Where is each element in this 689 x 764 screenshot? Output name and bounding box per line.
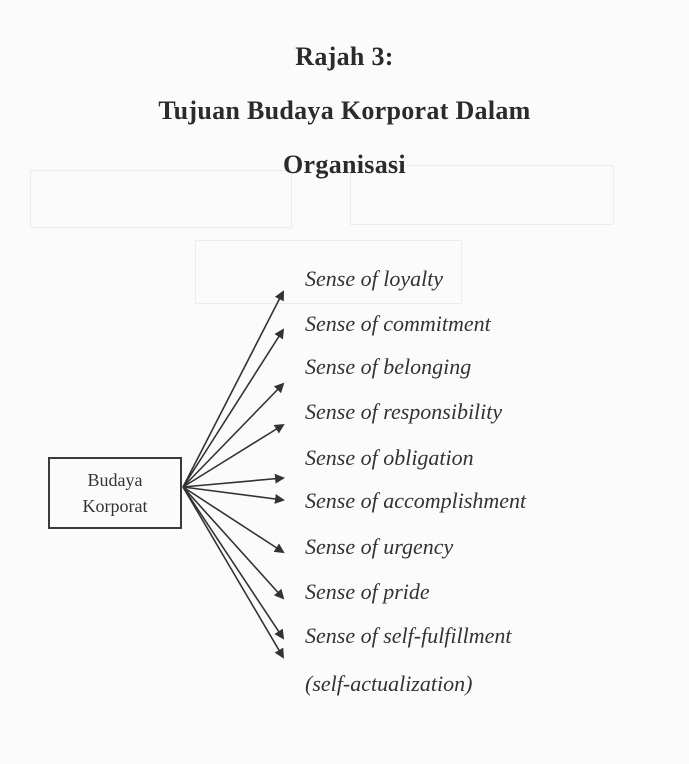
arrow-2 [182, 328, 285, 488]
arrow-4 [182, 423, 285, 488]
source-node-budaya-korporat: Budaya Korporat [48, 457, 182, 529]
arrow-10 [182, 486, 285, 659]
figure-title: Tujuan Budaya Korporat Dalam [158, 96, 531, 125]
arrow-7 [182, 486, 285, 554]
target-label: Sense of loyalty [305, 266, 444, 291]
figure-label: Rajah 3: [295, 42, 394, 71]
arrow-6 [182, 486, 285, 504]
arrow-9 [182, 486, 285, 640]
target-label: Sense of obligation [305, 445, 474, 470]
target-label: Sense of self-fulfillment [305, 623, 512, 648]
source-label-line-2: Korporat [82, 496, 148, 516]
target-label: Sense of belonging [305, 354, 472, 379]
target-label-continued: (self-actualization) [305, 671, 473, 696]
arrow-8 [182, 486, 285, 600]
arrow-1 [182, 290, 284, 488]
source-label-line-1: Budaya [87, 470, 143, 490]
target-label: Sense of commitment [305, 311, 491, 336]
arrow-3 [182, 382, 285, 488]
target-label: Sense of accomplishment [305, 488, 527, 513]
target-label: Sense of responsibility [305, 399, 503, 424]
target-label: Sense of pride [305, 579, 430, 604]
target-label: Sense of urgency [305, 534, 454, 559]
arrow-5 [182, 473, 285, 488]
figure-title-continued: Organisasi [283, 150, 406, 179]
